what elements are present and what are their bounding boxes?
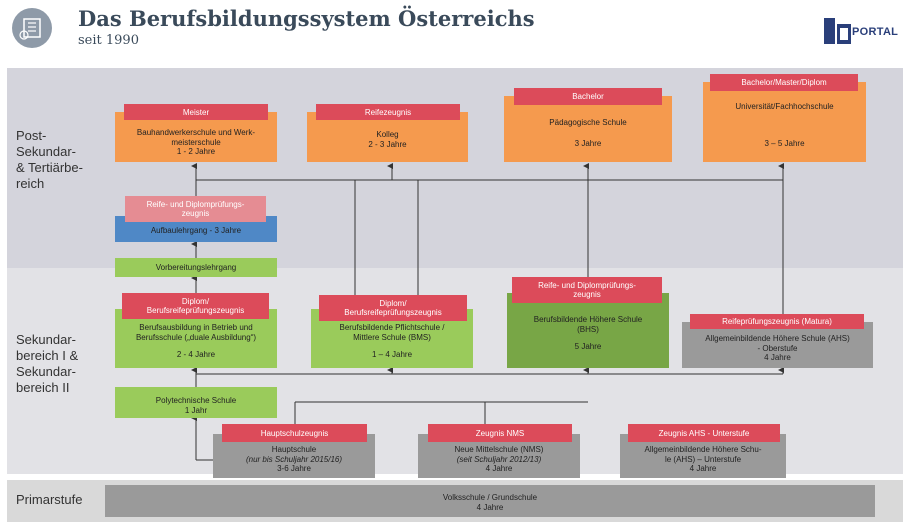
box-meister-text: Bauhandwerkerschule und Werk- meistersch… xyxy=(136,128,256,156)
header-icon xyxy=(12,8,52,48)
tag-haupt: Hauptschulzeugnis xyxy=(222,424,367,442)
page-subtitle: seit 1990 xyxy=(78,33,139,48)
band-label-post: Post- Sekundar- & Tertiärbe- reich xyxy=(16,128,83,191)
building-icon xyxy=(19,18,41,40)
box-paed-text: Pädagogische Schule xyxy=(549,118,627,127)
tag-lehre: Diplom/ Berufsreifeprüfungszeugnis xyxy=(122,293,269,319)
box-kolleg: Kolleg 2 - 3 Jahre xyxy=(307,112,468,162)
box-meister: Bauhandwerkerschule und Werk- meistersch… xyxy=(115,112,277,162)
tag-ahs: Reifeprüfungszeugnis (Matura) xyxy=(690,314,864,329)
tag-bms: Diplom/ Berufsreifeprüfungszeugnis xyxy=(319,295,467,321)
box-bhs: Berufsbildende Höhere Schule (BHS) 5 Jah… xyxy=(507,293,669,368)
bq-logo-icon xyxy=(824,18,851,44)
box-nms-text: Neue Mittelschule (NMS) xyxy=(454,445,544,454)
tag-nms: Zeugnis NMS xyxy=(428,424,572,442)
logo: PORTAL xyxy=(822,12,903,52)
box-polytechnische-schule: Polytechnische Schule 1 Jahr xyxy=(115,387,277,418)
box-uni-text: Universität/Fachhochschule xyxy=(735,102,834,111)
tag-paed: Bachelor xyxy=(514,88,662,105)
box-aufbau-text: Aufbaulehrgang - 3 Jahre xyxy=(150,226,242,235)
box-haupt-years: 3-6 Jahre xyxy=(277,464,311,473)
box-universitaet: Universität/Fachhochschule 3 – 5 Jahre xyxy=(703,82,866,162)
box-bms-text: Berufsbildende Pflichtschule / Mittlere … xyxy=(339,323,445,342)
box-ahsu-text: Allgemeinbildende Höhere Schu- le (AHS) … xyxy=(644,445,762,473)
logo-text: PORTAL xyxy=(852,26,899,38)
box-bhs-years: 5 Jahre xyxy=(574,342,602,351)
box-bhs-text: Berufsbildende Höhere Schule (BHS) xyxy=(533,315,643,334)
box-haupt-note: (nur bis Schuljahr 2015/16) xyxy=(245,454,343,464)
tag-kolleg: Reifezeugnis xyxy=(316,104,460,120)
box-haupt-text: Hauptschule xyxy=(271,445,317,454)
box-nms-note: (seit Schuljahr 2012/13) xyxy=(456,454,542,464)
box-nms-years: 4 Jahre xyxy=(485,464,513,473)
tag-ahsu: Zeugnis AHS - Unterstufe xyxy=(628,424,780,442)
box-vorb-text: Vorbereitungslehrgang xyxy=(155,263,237,272)
box-lehre-years: 2 - 4 Jahre xyxy=(176,350,216,359)
box-duale-ausbildung: Berufsausbildung in Betrieb und Berufssc… xyxy=(115,309,277,368)
box-ahs-oberstufe: Allgemeinbildende Höhere Schule (AHS) - … xyxy=(682,322,873,368)
box-uni-years: 3 – 5 Jahre xyxy=(764,138,805,148)
box-bms-years: 1 – 4 Jahre xyxy=(371,350,413,359)
box-volksschule: Volksschule / Grundschule 4 Jahre xyxy=(105,485,875,517)
tag-bhs: Reife- und Diplomprüfungs- zeugnis xyxy=(512,277,662,303)
box-kolleg-text: Kolleg 2 - 3 Jahre xyxy=(368,130,407,149)
band-label-primary: Primarstufe xyxy=(16,492,83,507)
page-title: Das Berufsbildungssystem Österreichs xyxy=(78,6,535,31)
box-paed-years: 3 Jahre xyxy=(574,138,602,148)
box-ahs-text: Allgemeinbildende Höhere Schule (AHS) - … xyxy=(705,334,850,362)
tag-aufbau: Reife- und Diplomprüfungs- zeugnis xyxy=(125,196,266,222)
box-vorbereitungslehrgang: Vorbereitungslehrgang xyxy=(115,258,277,277)
box-lehre-text: Berufsausbildung in Betrieb und Berufssc… xyxy=(135,323,257,342)
tag-uni: Bachelor/Master/Diplom xyxy=(710,74,858,91)
box-poly-text: Polytechnische Schule 1 Jahr xyxy=(155,396,237,415)
box-paedagogische-schule: Pädagogische Schule 3 Jahre xyxy=(504,96,672,162)
box-volks-text: Volksschule / Grundschule 4 Jahre xyxy=(442,493,538,512)
band-label-secondary: Sekundar- bereich I & Sekundar- bereich … xyxy=(16,332,79,395)
tag-meister: Meister xyxy=(124,104,268,120)
